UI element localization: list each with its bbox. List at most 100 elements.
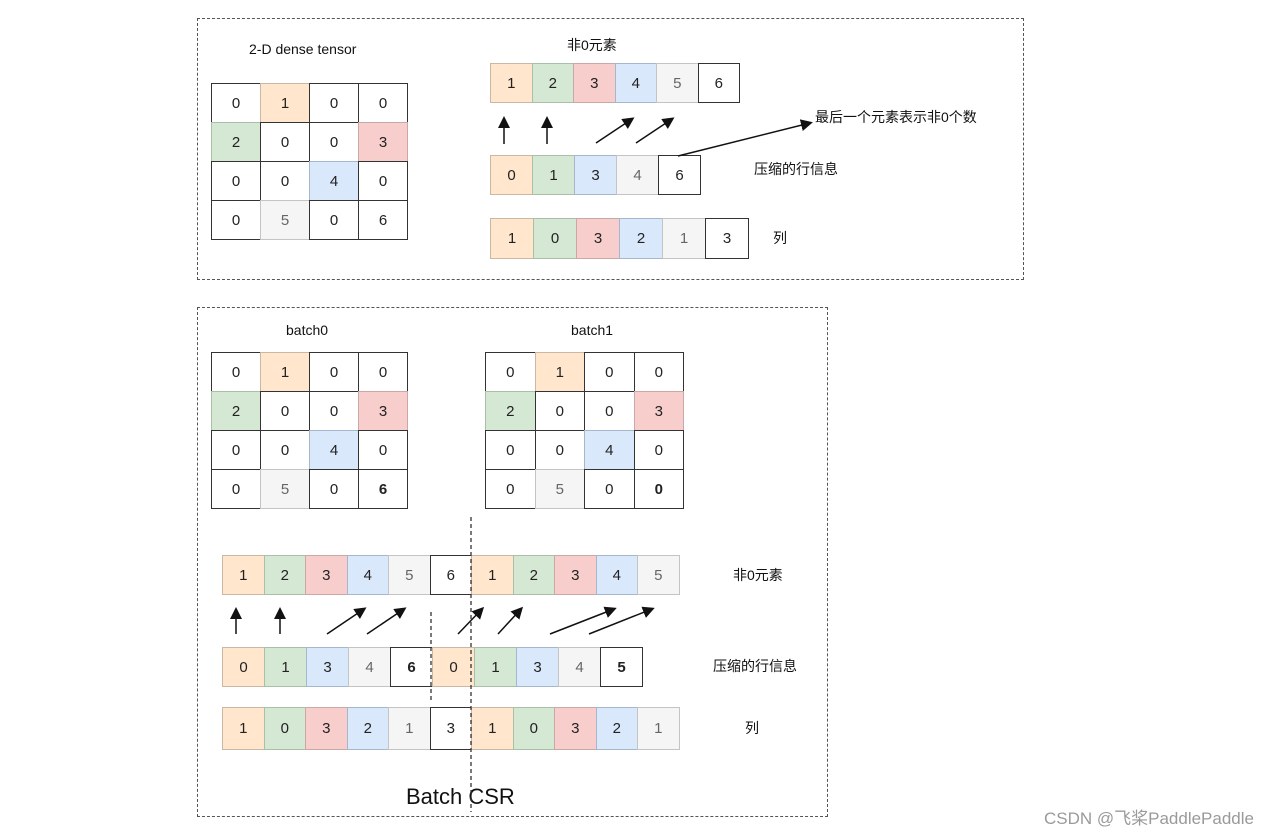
cell: 0: [260, 391, 310, 431]
cell: 0: [263, 707, 306, 750]
cell: 0: [309, 83, 359, 123]
cell: 4: [584, 430, 635, 470]
cell: 1: [637, 707, 680, 750]
cell: 0: [534, 430, 585, 470]
cell: 0: [309, 391, 359, 431]
cell: 6: [429, 555, 472, 595]
cell: 5: [534, 469, 585, 509]
cell: 3: [306, 647, 349, 687]
cell: 0: [309, 200, 359, 240]
cell: 5: [388, 555, 431, 595]
cell: 4: [616, 155, 659, 195]
cell: 1: [474, 647, 517, 687]
cell: 0: [211, 469, 261, 509]
cell: 6: [390, 647, 433, 687]
cell: 2: [512, 555, 555, 595]
cell: 0: [211, 430, 261, 470]
cell: 4: [309, 430, 359, 470]
cell: 0: [533, 218, 577, 259]
cell: 0: [432, 647, 475, 687]
cell: 3: [358, 391, 408, 431]
cell: 1: [264, 647, 307, 687]
cell: 5: [600, 647, 643, 687]
cell: 0: [309, 352, 359, 392]
cell: 2: [211, 391, 261, 431]
cell: 6: [658, 155, 701, 195]
cell: 6: [358, 200, 408, 240]
cell: 0: [211, 161, 261, 201]
cell: 2: [485, 391, 536, 431]
cell: 1: [222, 707, 265, 750]
cell: 0: [584, 352, 635, 392]
cell: 5: [260, 200, 310, 240]
cell: 3: [705, 218, 749, 259]
cell: 1: [260, 352, 310, 392]
cell: 1: [222, 555, 265, 595]
cell: 0: [485, 469, 536, 509]
cell: 5: [656, 63, 699, 103]
cell: 4: [595, 555, 638, 595]
cell: 0: [485, 352, 536, 392]
cell: 1: [471, 707, 514, 750]
batch1-title: batch1: [571, 322, 614, 338]
cell: 4: [614, 63, 657, 103]
cell: 1: [260, 83, 310, 123]
cell: 1: [471, 555, 514, 595]
batch-csr-caption: Batch CSR: [406, 784, 515, 809]
cell: 2: [263, 555, 306, 595]
cell: 3: [305, 555, 348, 595]
cell: 0: [309, 469, 359, 509]
cell: 1: [532, 155, 575, 195]
cell: 3: [633, 391, 684, 431]
cell: 1: [490, 63, 533, 103]
cell: 0: [309, 122, 359, 162]
cell: 0: [260, 161, 310, 201]
cell: 0: [260, 122, 310, 162]
cell: 0: [584, 469, 635, 509]
cell: 6: [697, 63, 740, 103]
cell: 4: [558, 647, 601, 687]
cell: 3: [576, 218, 620, 259]
cell: 0: [358, 83, 408, 123]
cell: 4: [348, 647, 391, 687]
cell: 0: [358, 161, 408, 201]
cell: 1: [490, 218, 534, 259]
dense-tensor-title: 2-D dense tensor: [249, 41, 357, 57]
cell: 0: [633, 430, 684, 470]
cell: 0: [358, 352, 408, 392]
cell: 0: [485, 430, 536, 470]
cell: 2: [619, 218, 663, 259]
cell: 1: [534, 352, 585, 392]
cell: 0: [534, 391, 585, 431]
cell: 0: [222, 647, 265, 687]
dense-csr-frame: [197, 18, 1024, 280]
cell: 2: [346, 707, 389, 750]
cols-label: 列: [773, 230, 787, 246]
cell: 3: [554, 707, 597, 750]
crows-label: 压缩的行信息: [754, 161, 838, 177]
watermark: CSDN @飞桨PaddlePaddle: [1043, 809, 1254, 828]
cell: 0: [260, 430, 310, 470]
cell: 3: [574, 155, 617, 195]
batch-csr-frame: [197, 307, 828, 817]
cell: 5: [637, 555, 680, 595]
cell: 0: [633, 469, 684, 509]
cell: 1: [388, 707, 431, 750]
cell: 1: [662, 218, 706, 259]
cell: 0: [512, 707, 555, 750]
cell: 0: [633, 352, 684, 392]
cell: 2: [211, 122, 261, 162]
nonzero-title: 非0元素: [567, 37, 617, 53]
cell: 0: [211, 200, 261, 240]
cell: 4: [309, 161, 359, 201]
cell: 0: [211, 352, 261, 392]
cell: 3: [516, 647, 559, 687]
cell: 6: [358, 469, 408, 509]
cell: 3: [358, 122, 408, 162]
cell: 2: [595, 707, 638, 750]
batch-crows-label: 压缩的行信息: [713, 658, 797, 674]
cell: 5: [260, 469, 310, 509]
cell: 0: [211, 83, 261, 123]
cell: 3: [554, 555, 597, 595]
cell: 3: [573, 63, 616, 103]
